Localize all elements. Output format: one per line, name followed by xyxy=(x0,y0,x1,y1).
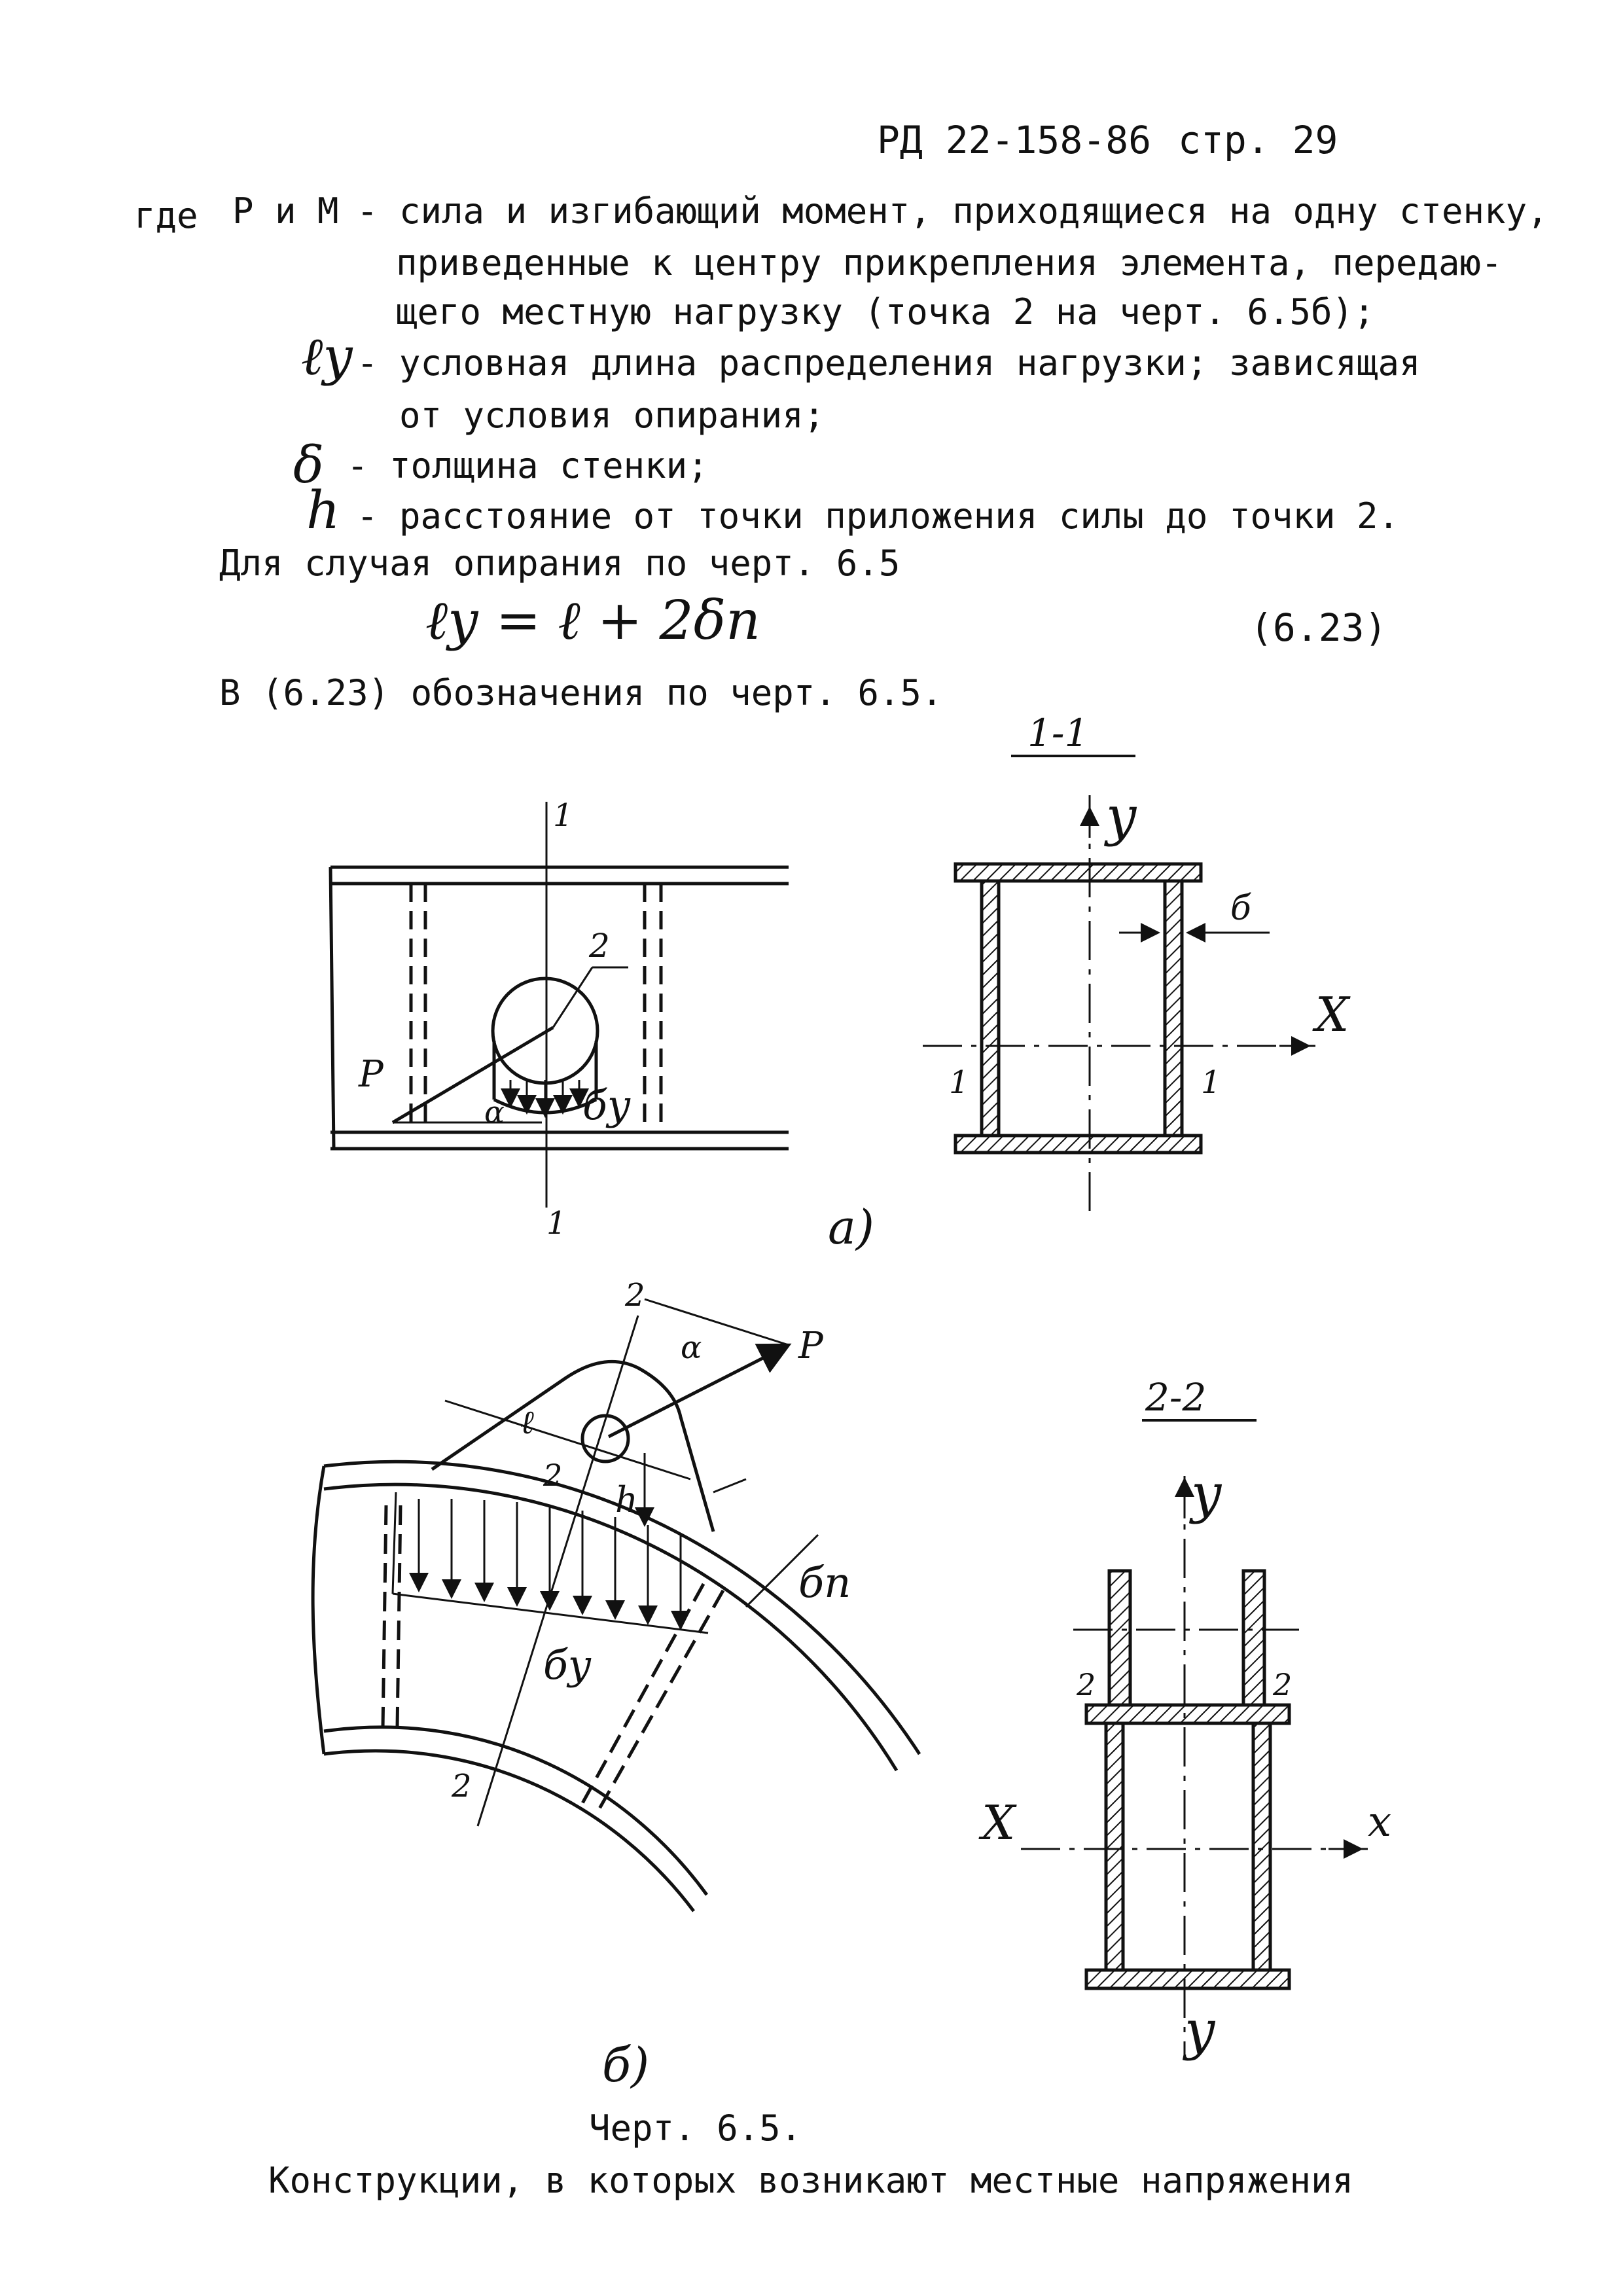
formula-expression: ℓу = ℓ + 2δп xyxy=(425,590,760,652)
fig-a-label: а) xyxy=(828,1200,874,1255)
formula-intro: Для случая опирания по черт. 6.5 xyxy=(219,543,901,584)
fig-b-label: б) xyxy=(602,2037,649,2092)
fig-a-point-label: 2 xyxy=(588,927,610,965)
document-code: РД 22-158-86 xyxy=(877,118,1152,162)
formula-number: (6.23) xyxy=(1250,605,1387,650)
ly-symbol: ℓу xyxy=(301,326,353,387)
fig-a-section-right-mark: 1 xyxy=(1201,1064,1221,1101)
where-word: где xyxy=(134,195,198,236)
fig-a-section-thickness: б xyxy=(1230,889,1251,928)
fig-a-section-x-axis: Х xyxy=(1312,987,1351,1042)
fig-b-point-bottom: 2 xyxy=(451,1768,472,1804)
fig-b-section-y-bottom: у xyxy=(1182,2000,1216,2062)
caption-line-2: Конструкции, в которых возникают местные… xyxy=(268,2160,1354,2201)
pm-symbol: Р и М xyxy=(232,190,339,232)
fig-b-section-left-mark: 2 xyxy=(1076,1667,1096,1702)
page-number: стр. 29 xyxy=(1178,118,1338,162)
fig-a-section-mark-bottom: 1 xyxy=(546,1205,567,1242)
fig-a-stress-label: бу xyxy=(582,1081,631,1129)
fig-b-section-x-right: х xyxy=(1368,1798,1391,1846)
figure-a-beam xyxy=(329,802,789,1208)
fig-b-section-y-top: у xyxy=(1188,1463,1222,1525)
h-symbol: h xyxy=(306,480,340,541)
fig-a-force-label: Р xyxy=(358,1053,384,1096)
formula-note: В (6.23) обозначения по черт. 6.5. xyxy=(219,672,943,713)
fig-a-section-left-mark: 1 xyxy=(949,1064,969,1101)
fig-b-thickness-label: бп xyxy=(798,1559,851,1607)
figure-a-section xyxy=(923,755,1315,1211)
figure-b-beam xyxy=(311,1298,921,1912)
fig-b-length-label: ℓ xyxy=(520,1403,534,1441)
ly-definition-line-2: от условия опирания; xyxy=(399,395,825,436)
figure-b-section xyxy=(1021,1419,1368,2055)
fig-a-section-title: 1-1 xyxy=(1027,711,1088,755)
fig-b-force-label: Р xyxy=(798,1325,824,1367)
pm-definition-line-2: приведенные к центру прикрепления элемен… xyxy=(396,242,1503,283)
h-definition: - расстояние от точки приложения силы до… xyxy=(357,495,1400,537)
fig-b-section-title: 2-2 xyxy=(1145,1375,1206,1420)
caption-line-1: Черт. 6.5. xyxy=(589,2108,802,2149)
fig-a-section-mark-top: 1 xyxy=(553,797,573,834)
fig-b-h-label: h xyxy=(615,1479,638,1520)
delta-symbol: δ xyxy=(293,436,324,495)
fig-b-section-x-left: Х xyxy=(978,1795,1017,1850)
fig-b-stress-label: бу xyxy=(543,1641,592,1689)
fig-a-section-y-axis: у xyxy=(1103,785,1137,848)
ly-definition-line-1: - условная длина распределения нагрузки;… xyxy=(357,342,1421,384)
delta-definition: - толщина стенки; xyxy=(347,445,709,486)
fig-b-point-top: 2 xyxy=(624,1277,645,1314)
fig-b-point-mid: 2 xyxy=(543,1458,562,1493)
pm-definition-line-1: - сила и изгибающий момент, приходящиеся… xyxy=(357,190,1548,232)
fig-b-section-right-mark: 2 xyxy=(1272,1667,1292,1702)
pm-definition-line-3: щего местную нагрузку (точка 2 на черт. … xyxy=(396,291,1375,332)
fig-a-angle-label: α xyxy=(484,1094,505,1130)
fig-b-angle-label: α xyxy=(681,1329,702,1366)
